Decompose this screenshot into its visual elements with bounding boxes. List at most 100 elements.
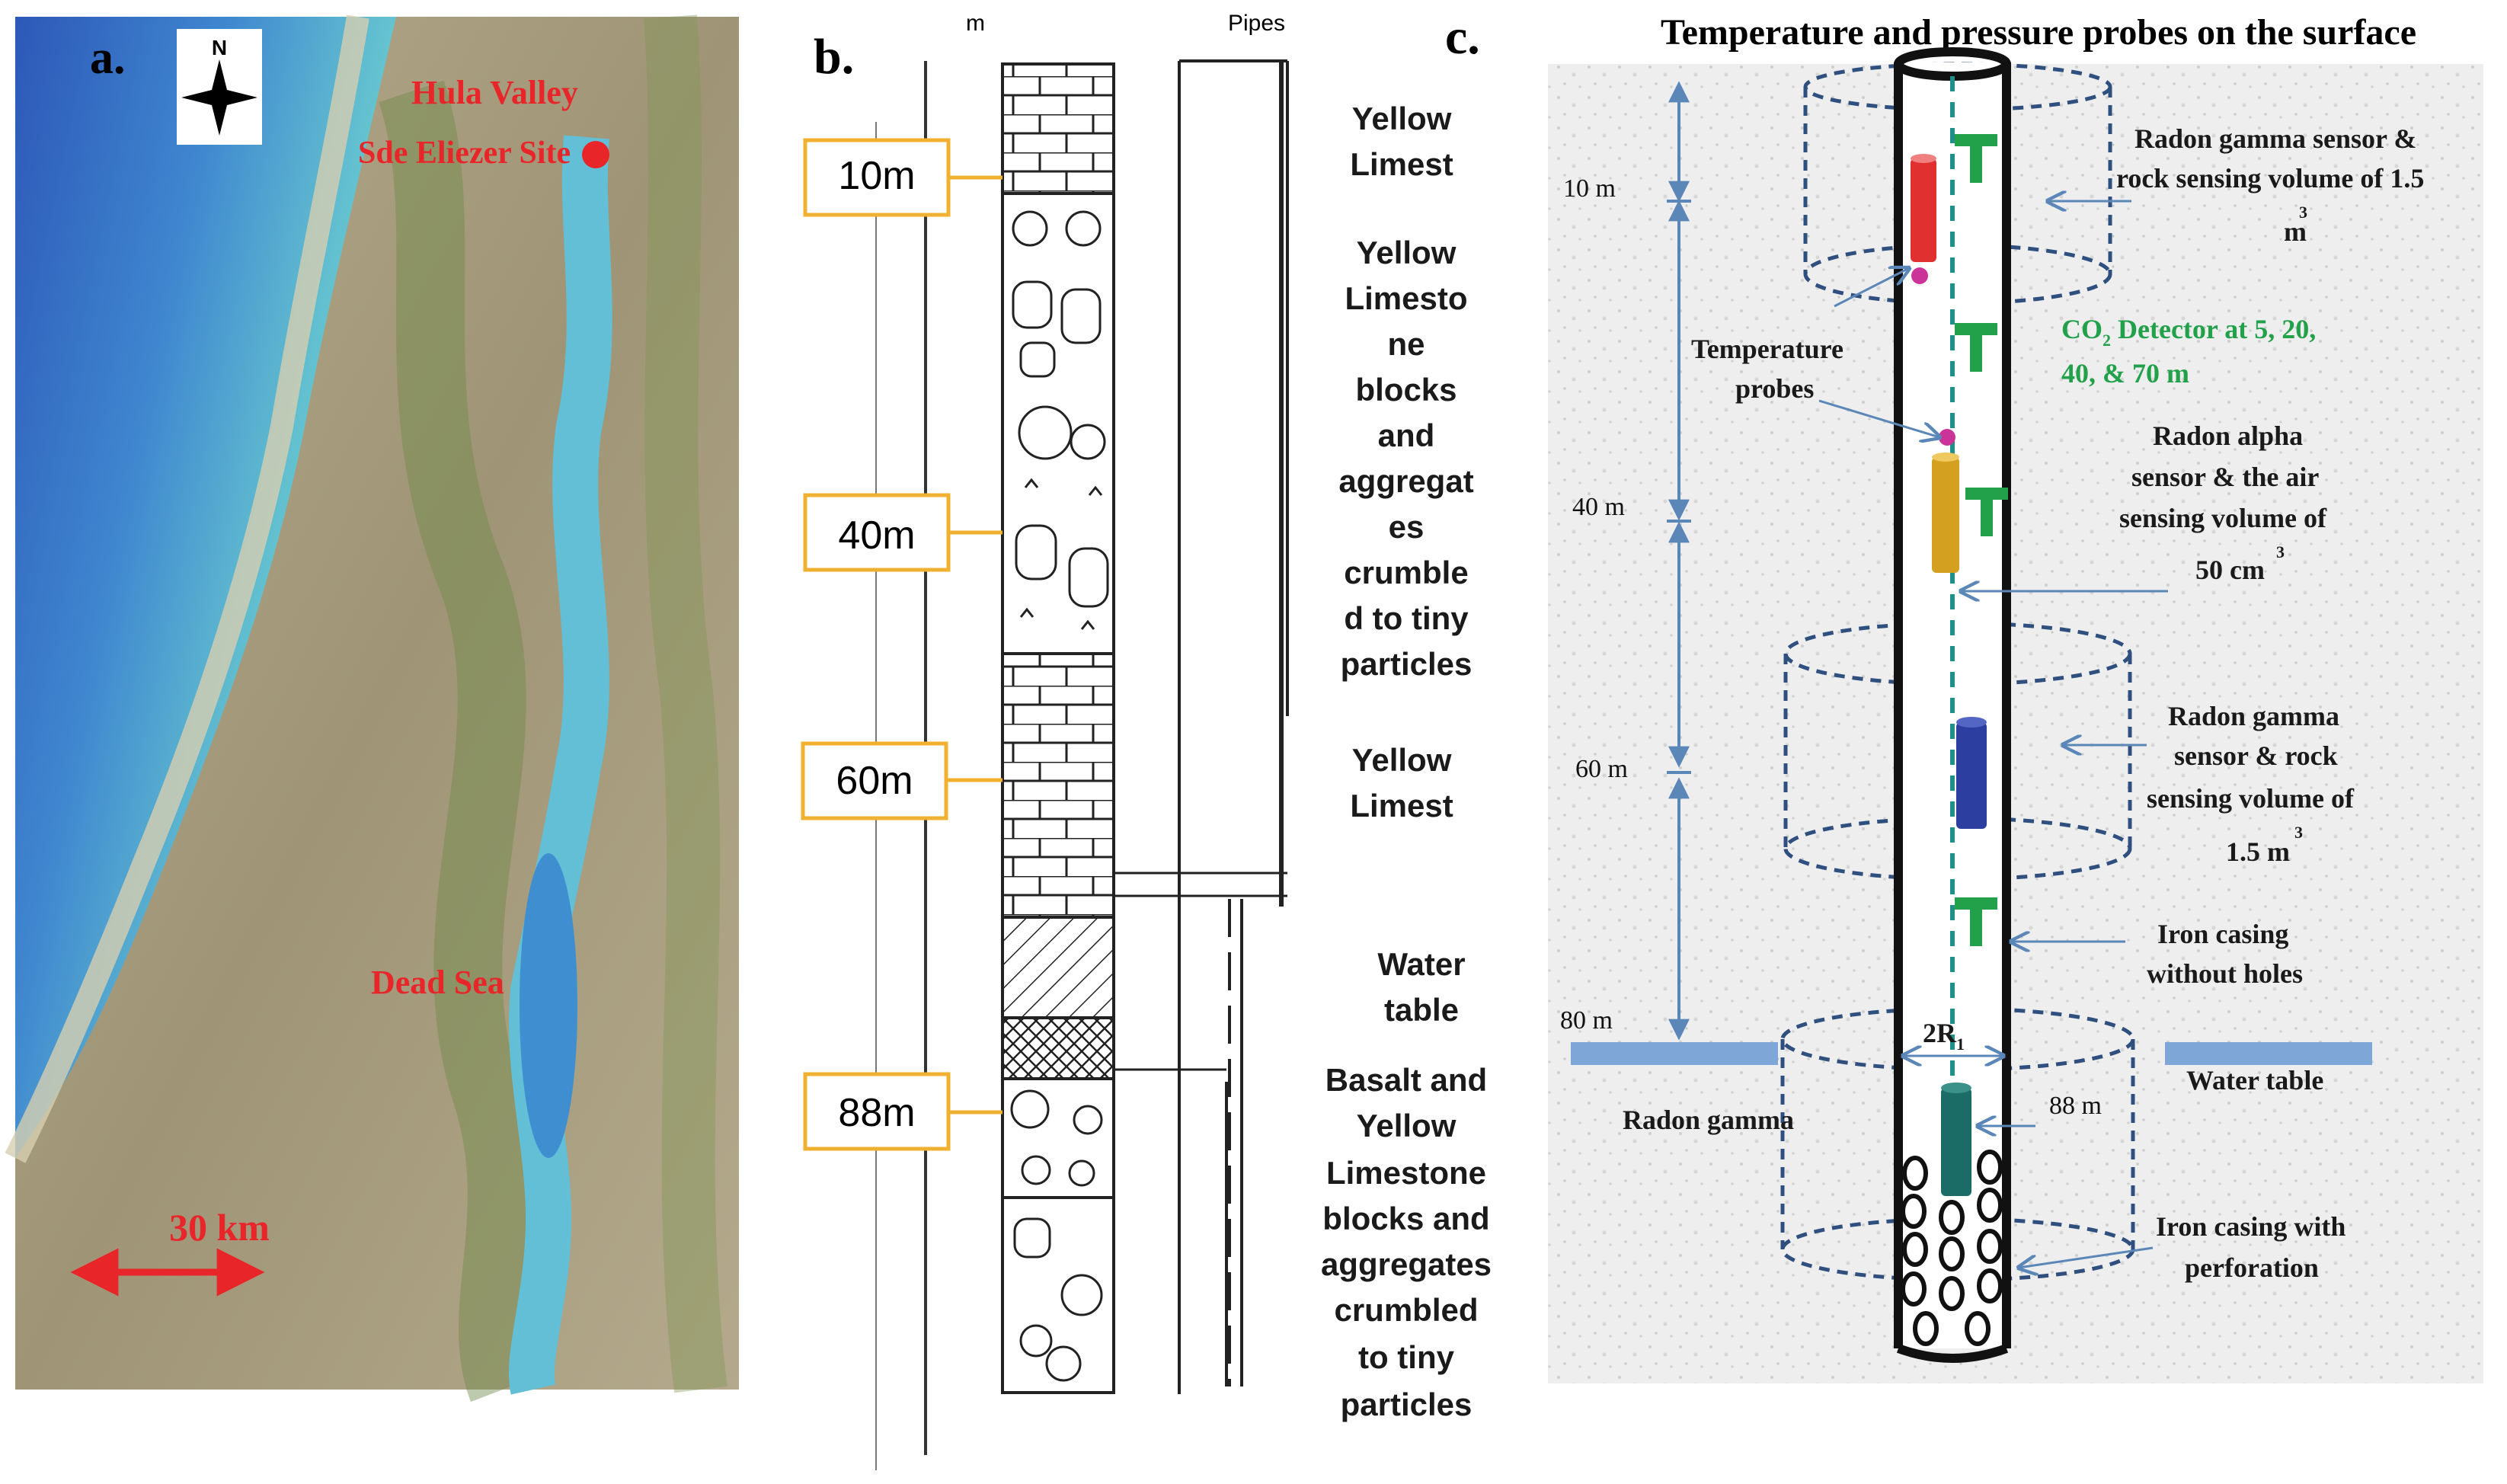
label-sde-eliezer: Sde Eliezer Site bbox=[358, 136, 571, 171]
desc-line: d to tiny bbox=[1344, 600, 1469, 636]
depth-label: 80 m bbox=[1560, 1006, 1613, 1035]
depth-box-60m: 60m bbox=[801, 741, 1002, 820]
desc-line: Limest bbox=[1350, 146, 1453, 182]
scale-label: 30 km bbox=[169, 1206, 270, 1249]
desc-line: Limesto bbox=[1345, 280, 1467, 316]
depth-label: 60 m bbox=[1575, 755, 1628, 783]
label-perforation-1: Iron casing with bbox=[2156, 1211, 2346, 1242]
jordan-rift bbox=[508, 135, 612, 1395]
desc-line: Limestone bbox=[1326, 1155, 1486, 1191]
desc-line: blocks and bbox=[1322, 1201, 1489, 1236]
depth-axis bbox=[1667, 81, 1691, 1041]
label-co2-rest: Detector at 5, 20, bbox=[2111, 314, 2316, 344]
label-gamma-mid-4: 1.5 m bbox=[2226, 836, 2290, 867]
label-radius: 2R1 bbox=[1923, 1018, 1965, 1054]
desc-line: particles bbox=[1341, 1386, 1473, 1422]
co2-detector-icons bbox=[1955, 134, 2008, 946]
desc-line: Water bbox=[1377, 946, 1465, 982]
desc-line: particles bbox=[1341, 646, 1473, 682]
label-casing-2: without holes bbox=[2147, 958, 2303, 989]
depth-box-40m: 40m bbox=[803, 493, 1002, 572]
depth-box-label: 40m bbox=[838, 513, 915, 558]
desc-line: aggregat bbox=[1338, 463, 1473, 499]
panel-a-letter: a. bbox=[90, 32, 126, 84]
water-table-right bbox=[2165, 1042, 2372, 1065]
label-co2-sub: 2 bbox=[2102, 331, 2111, 350]
casing-perforations bbox=[1901, 1150, 2003, 1346]
litho-hatched bbox=[1001, 916, 1115, 1019]
header-pipes: Pipes bbox=[1228, 11, 1285, 36]
desc-line: Basalt and bbox=[1325, 1062, 1487, 1098]
compass-north-label: N bbox=[212, 36, 227, 59]
panel-b-letter: b. bbox=[814, 29, 854, 85]
depth-label: 88 m bbox=[2049, 1092, 2102, 1120]
radon-alpha-sensor bbox=[1932, 453, 1959, 573]
label-alpha-3: sensing volume of bbox=[2119, 503, 2327, 533]
depth-label: 10 m bbox=[1563, 174, 1616, 203]
litho-block-symbols bbox=[1012, 210, 1109, 630]
label-radius-main: 2R bbox=[1923, 1018, 1957, 1048]
desc-line: Yellow bbox=[1357, 235, 1457, 270]
desc-line: Yellow bbox=[1352, 742, 1452, 778]
header-m: m bbox=[966, 11, 985, 36]
litho-blocks-upper bbox=[1001, 192, 1115, 655]
label-alpha-1: Radon alpha bbox=[2153, 421, 2303, 451]
desc-line: blocks bbox=[1355, 372, 1457, 408]
depth-labels: 10 m 40 m 60 m 80 m 88 m bbox=[1560, 174, 2102, 1120]
desc-line: Yellow bbox=[1352, 101, 1452, 136]
desc-line: to tiny bbox=[1358, 1339, 1455, 1375]
litho-crosshatch bbox=[1001, 1016, 1115, 1080]
label-casing-1: Iron casing bbox=[2157, 919, 2288, 949]
co2-detector-icon bbox=[1955, 897, 1997, 946]
label-gamma-top-1: Radon gamma sensor & bbox=[2134, 123, 2416, 154]
radon-gamma-sensor-top bbox=[1911, 154, 1936, 262]
lithology-descriptions: Yellow Limest Yellow Limesto ne blocks a… bbox=[1321, 101, 1492, 1422]
label-dead-sea: Dead Sea bbox=[371, 964, 504, 1001]
desc-line: table bbox=[1384, 992, 1459, 1028]
pointer-arrows bbox=[1818, 201, 2168, 1268]
label-perforation-2: perforation bbox=[2185, 1252, 2319, 1283]
litho-basalt bbox=[1001, 1077, 1115, 1199]
desc-line: ne bbox=[1387, 326, 1425, 362]
mountain-ridge bbox=[379, 80, 536, 1402]
label-co2-1: CO2 Detector at 5, 20, bbox=[2061, 314, 2316, 350]
desc-line: Yellow bbox=[1357, 1108, 1457, 1143]
panel-b-log: b. m Pipes bbox=[801, 11, 1492, 1470]
radon-gamma-sensor-bottom bbox=[1941, 1083, 1971, 1196]
litho-basalt-symbols bbox=[1010, 1089, 1103, 1382]
label-alpha-sup: 3 bbox=[2276, 542, 2285, 561]
site-marker-icon bbox=[582, 141, 609, 168]
label-alpha-4: 50 cm bbox=[2195, 555, 2265, 585]
label-gamma-mid-1: Radon gamma bbox=[2168, 701, 2339, 731]
desc-line: crumbled bbox=[1334, 1292, 1478, 1328]
co2-detector-icon bbox=[1965, 488, 2008, 536]
desc-line: crumble bbox=[1344, 555, 1468, 590]
compass-rose-icon: N bbox=[177, 29, 262, 145]
depth-label: 40 m bbox=[1572, 493, 1625, 521]
label-temp-1: Temperature bbox=[1691, 334, 1843, 364]
label-gamma-mid-3: sensing volume of bbox=[2147, 783, 2355, 814]
panel-a-map: a. N Hula Valley Sde Eliezer Site Dead S… bbox=[5, 14, 739, 1402]
pipe-schematic bbox=[1114, 59, 1289, 1394]
desc-line: es bbox=[1389, 509, 1425, 545]
label-co2-2: 40, & 70 m bbox=[2061, 358, 2189, 389]
coastline bbox=[5, 14, 369, 1163]
temperature-probe-icon bbox=[1939, 429, 1955, 446]
dead-sea-shape bbox=[520, 853, 577, 1158]
co2-detector-icon bbox=[1955, 323, 1997, 372]
desc-line: Limest bbox=[1350, 788, 1453, 824]
temperature-probe-icon bbox=[1911, 267, 1928, 284]
radon-gamma-sensor-mid bbox=[1956, 717, 1987, 829]
water-table-left bbox=[1571, 1042, 1778, 1065]
component-labels: Radon gamma sensor & rock sensing volume… bbox=[1623, 123, 2424, 1283]
depth-box-10m: 10m bbox=[803, 138, 1002, 217]
label-gamma-top-2: rock sensing volume of 1.5 bbox=[2116, 163, 2424, 193]
depth-box-label: 60m bbox=[836, 759, 913, 803]
sensing-volume-gamma-bottom bbox=[1780, 1006, 2135, 1282]
label-gamma-top-sup: 3 bbox=[2299, 203, 2307, 222]
litho-blocks-lower bbox=[1001, 1196, 1115, 1394]
depth-box-88m: 88m bbox=[803, 1072, 1002, 1151]
label-alpha-2: sensor & the air bbox=[2131, 462, 2319, 492]
panel-c-title: Temperature and pressure probes on the s… bbox=[1661, 12, 2416, 53]
